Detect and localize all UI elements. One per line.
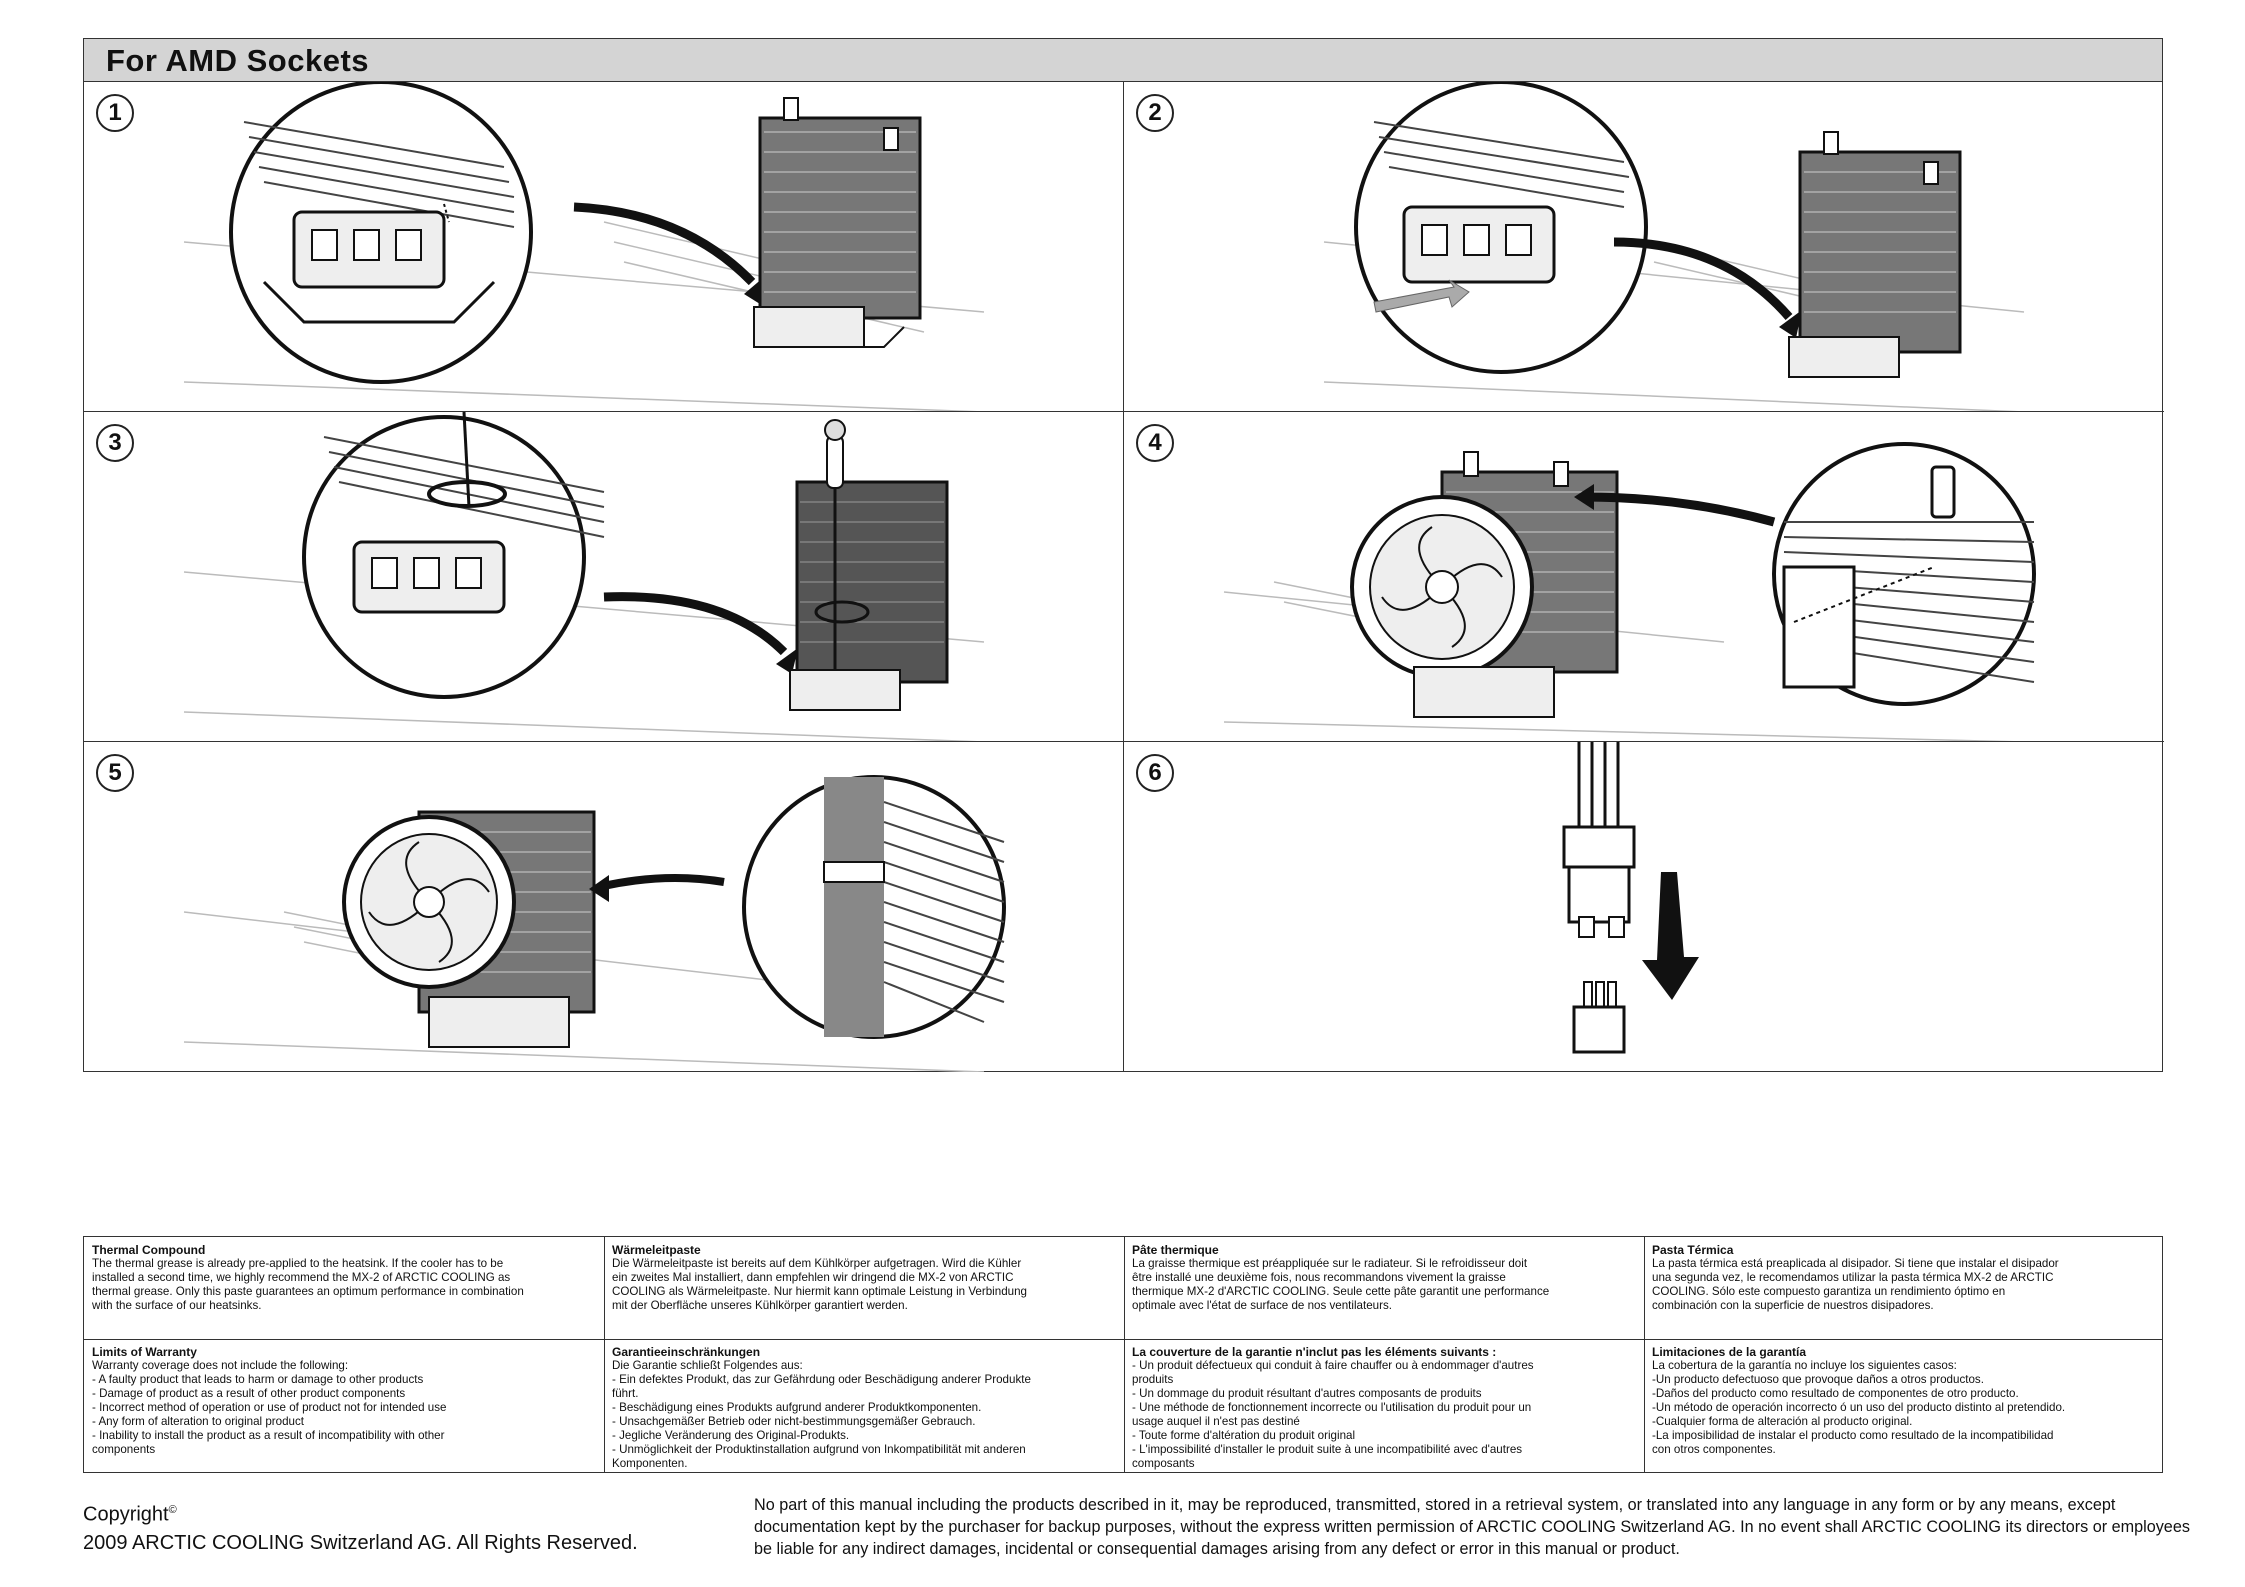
step-number-1: 1 — [96, 94, 134, 132]
thermal-compound-fr: Pâte thermique La graisse thermique est … — [1132, 1243, 1550, 1312]
copyright-label: Copyright — [83, 1503, 169, 1526]
steps-grid: 1 — [83, 82, 2164, 1072]
step-6-illustration — [1562, 742, 1699, 1054]
step-number-6: 6 — [1136, 754, 1174, 792]
step-panel-4: 4 — [1124, 412, 2164, 742]
step-number-2: 2 — [1136, 94, 1174, 132]
step-panel-6: 6 — [1124, 742, 2164, 1072]
step-4-illustration — [1223, 442, 2036, 741]
thermal-compound-en: Thermal Compound The thermal grease is a… — [92, 1243, 524, 1312]
section-header: For AMD Sockets — [83, 38, 2163, 82]
step-panel-1: 1 — [84, 82, 1124, 412]
page-title: For AMD Sockets — [106, 43, 370, 78]
step-5-illustration — [183, 775, 1006, 1072]
legal-line: be liable for any indirect damages, inci… — [754, 1540, 1680, 1558]
step-number-3: 3 — [96, 424, 134, 462]
step-2-illustration — [1323, 82, 2025, 411]
step-number-5: 5 — [96, 754, 134, 792]
warranty-es: Limitaciones de la garantía La cobertura… — [1652, 1345, 2066, 1456]
thermal-compound-es: Pasta Térmica La pasta térmica está prea… — [1652, 1243, 2059, 1312]
copyright-mark: © — [168, 1504, 177, 1516]
legal-disclaimer: No part of this manual including the pro… — [754, 1494, 2190, 1560]
copyright-notice: Copyright© 2009 ARCTIC COOLING Switzerla… — [83, 1496, 638, 1557]
warranty-en: Limits of Warranty Warranty coverage doe… — [92, 1345, 447, 1456]
info-table: Thermal Compound The thermal grease is a… — [83, 1236, 2163, 1473]
step-number-4: 4 — [1136, 424, 1174, 462]
thermal-compound-de: Wärmeleitpaste Die Wärmeleitpaste ist be… — [612, 1243, 1027, 1312]
step-panel-5: 5 — [84, 742, 1124, 1072]
copyright-holder: 2009 ARCTIC COOLING Switzerland AG. All … — [83, 1531, 638, 1554]
step-1-illustration — [183, 82, 985, 411]
warranty-de: Garantieeinschränkungen Die Garantie sch… — [612, 1345, 1031, 1470]
legal-line: documentation kept by the purchaser for … — [754, 1518, 2190, 1536]
legal-line: No part of this manual including the pro… — [754, 1496, 2116, 1514]
step-panel-3: 3 — [84, 412, 1124, 742]
step-panel-2: 2 — [1124, 82, 2164, 412]
step-3-illustration — [183, 412, 985, 741]
warranty-fr: La couverture de la garantie n'inclut pa… — [1132, 1345, 1534, 1470]
